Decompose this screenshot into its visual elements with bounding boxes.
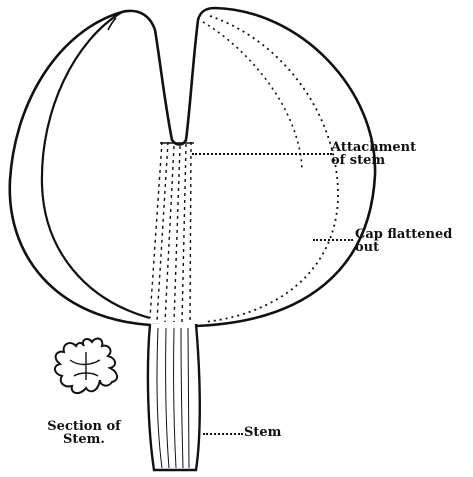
stem-dotted-lines [150,142,191,322]
cap-inner-dotted [203,22,302,170]
stem-section-figure [55,339,117,394]
attachment-label-line2: of stem [331,154,416,167]
cap-leader [313,239,353,241]
attachment-leader [192,153,332,155]
section-label: Section of Stem. [34,420,134,446]
cap-flattened-dotted [205,16,338,322]
cap-outline [10,8,375,326]
section-label-line2: Stem. [34,433,134,446]
cap-label: Cap flattened out [355,228,452,254]
stem-label: Stem [244,426,281,439]
cap-label-line2: out [355,241,452,254]
stem-leader [203,433,243,435]
cap-inner-fold-left [42,12,150,318]
attachment-label: Attachment of stem [331,141,416,167]
